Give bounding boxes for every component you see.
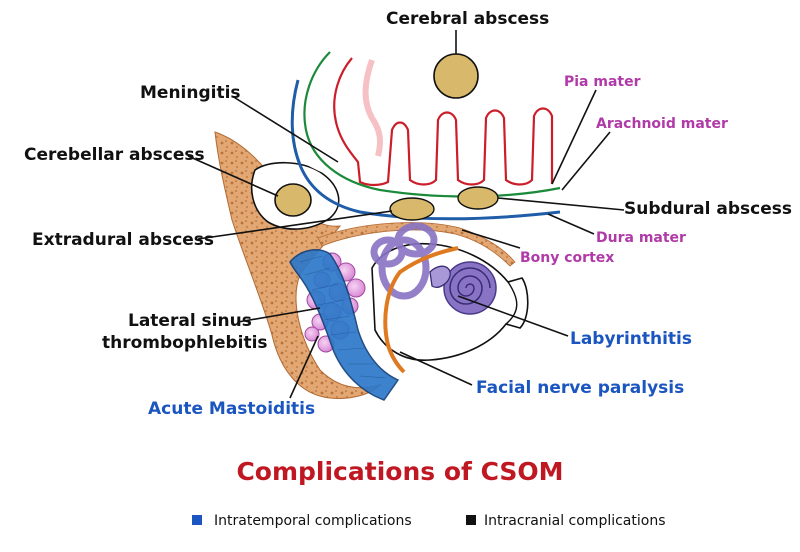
cerebrum-outline (298, 50, 600, 198)
leader-dura-mater (547, 213, 595, 235)
diagram-title: Complications of CSOM (236, 457, 563, 486)
label-extradural-abscess: Extradural abscess (32, 230, 214, 250)
ossicles (429, 265, 451, 288)
legend-label-intracranial: Intracranial complications (484, 513, 666, 529)
label-subdural-abscess: Subdural abscess (624, 199, 792, 219)
leader-pia-mater (551, 89, 597, 185)
pia-mater-inner (362, 59, 383, 157)
facial-nerve (383, 246, 459, 374)
leader-lateral-sinus (237, 307, 321, 323)
leader-meningitis (231, 95, 339, 163)
label-bony-cortex: Bony cortex (520, 250, 614, 266)
cerebral-abscess (433, 53, 479, 99)
label-labyrinthitis: Labyrinthitis (570, 329, 692, 349)
label-acute-mastoiditis: Acute Mastoiditis (148, 399, 315, 419)
leader-bony-cortex (461, 229, 521, 249)
leader-facial-nerve (399, 351, 473, 386)
label-cerebellar-abscess: Cerebellar abscess (24, 145, 205, 165)
dura-mater-line (290, 79, 561, 221)
label-arachnoid-mater: Arachnoid mater (596, 116, 728, 132)
label-cerebral-abscess: Cerebral abscess (386, 9, 549, 29)
leader-cerebellar-abscess (187, 155, 279, 197)
label-dura-mater: Dura mater (596, 230, 686, 246)
label-facial-nerve-paralysis: Facial nerve paralysis (476, 378, 684, 398)
extradural-abscess (389, 197, 435, 221)
cerebellar-abscess (274, 183, 312, 217)
leader-acute-mastoiditis (289, 335, 319, 399)
leader-extradural-abscess (197, 210, 393, 240)
subdural-abscess (457, 186, 499, 210)
sinus-texture (299, 255, 387, 379)
lateral-sinus (289, 249, 400, 401)
legend-label-intratemporal: Intratemporal complications (214, 513, 412, 529)
legend-swatch-intracranial (466, 515, 476, 525)
label-pia-mater: Pia mater (564, 74, 641, 90)
leader-labyrinthitis (457, 295, 569, 337)
leader-subdural-abscess (497, 197, 625, 211)
label-meningitis: Meningitis (140, 83, 241, 103)
pia-mater-line (333, 57, 554, 187)
leader-arachnoid-mater (561, 131, 611, 191)
cochlea-spiral (449, 267, 491, 305)
legend-swatch-intratemporal (192, 515, 202, 525)
label-lateral-sinus-line1: Lateral sinus (128, 311, 252, 331)
tympanic-membrane (505, 281, 518, 325)
label-lateral-sinus-line2: thrombophlebitis (102, 333, 268, 353)
semicircular-canals (370, 222, 438, 300)
